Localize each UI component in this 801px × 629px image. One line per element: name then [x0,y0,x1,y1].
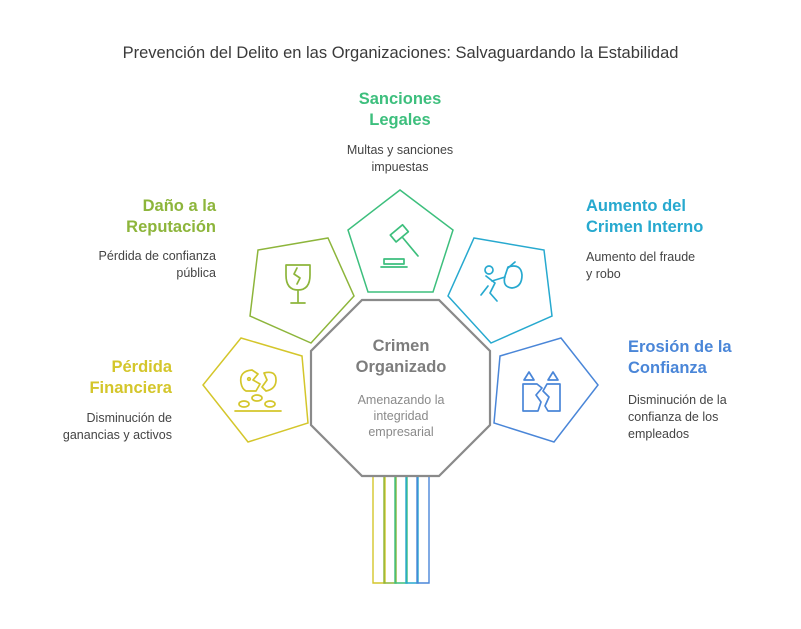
sanciones-pentagon [347,189,454,293]
stem-financiera [372,476,386,584]
broken-piggy-bank-icon [234,369,282,412]
stem-sanciones [394,476,408,584]
crimen-interno-description: Aumento del fraude y robo [586,249,766,283]
reputacion-description: Pérdida de confianza pública [56,248,216,282]
sanciones-title-line2: Legales [369,111,431,129]
crimen-interno-desc-line2: y robo [586,267,621,281]
gavel-icon [380,223,419,268]
confianza-desc-line3: empleados [628,427,690,441]
financiera-desc-line2: ganancias y activos [62,428,172,442]
reputacion-title-line1: Daño a la [142,197,216,215]
financiera-pentagon [202,337,309,443]
financiera-desc-line1: Disminución de [86,411,172,425]
financiera-description: Disminución de ganancias y activos [20,410,172,444]
crimen-interno-title: Aumento del Crimen Interno [586,196,766,238]
broken-glass-icon [285,264,311,304]
confianza-pentagon [493,337,599,443]
page-title: Prevención del Delito en las Organizacio… [122,44,679,62]
stem-crimen-interno [405,476,419,584]
reputacion-pentagon [249,237,355,344]
center-desc-line1: Amenazando la [357,393,445,407]
reputacion-title-line2: Reputación [126,218,216,236]
confianza-desc-line1: Disminución de la [628,393,727,407]
stem-confianza [416,476,430,584]
confianza-description: Disminución de la confianza de los emple… [628,392,788,443]
center-octagon [309,298,492,478]
crimen-interno-title-line2: Crimen Interno [586,218,704,236]
confianza-title-line2: Confianza [628,359,707,377]
confianza-desc-line2: confianza de los [628,410,719,424]
financiera-title-line2: Financiera [89,379,172,397]
center-title: Crimen Organizado [320,336,482,378]
crimen-interno-pentagon [447,237,553,344]
confianza-title: Erosión de la Confianza [628,337,788,379]
crimen-interno-title-line1: Aumento del [586,197,686,215]
stem-lines [372,476,430,584]
center-title-line1: Crimen [372,337,430,355]
sanciones-title: Sanciones Legales [320,89,480,131]
confianza-title-line1: Erosión de la [628,338,732,356]
reputacion-desc-line1: Pérdida de confianza [98,249,216,263]
reputacion-title: Daño a la Reputación [70,196,216,238]
broken-trust-icon [522,371,561,412]
stem-reputacion [383,476,397,584]
center-description: Amenazando la integridad empresarial [330,392,472,440]
center-desc-line2: integridad [373,409,429,423]
sanciones-desc-line2: impuestas [371,160,429,174]
sanciones-title-line1: Sanciones [358,90,442,108]
reputacion-desc-line2: pública [176,266,216,280]
financiera-title: Pérdida Financiera [50,357,172,399]
sanciones-description: Multas y sanciones impuestas [320,142,480,176]
sanciones-desc-line1: Multas y sanciones [346,143,454,157]
center-title-line2: Organizado [355,358,447,376]
financiera-title-line1: Pérdida [111,358,172,376]
crimen-interno-desc-line1: Aumento del fraude [586,250,696,264]
thief-icon [480,261,523,302]
center-desc-line3: empresarial [368,425,434,439]
